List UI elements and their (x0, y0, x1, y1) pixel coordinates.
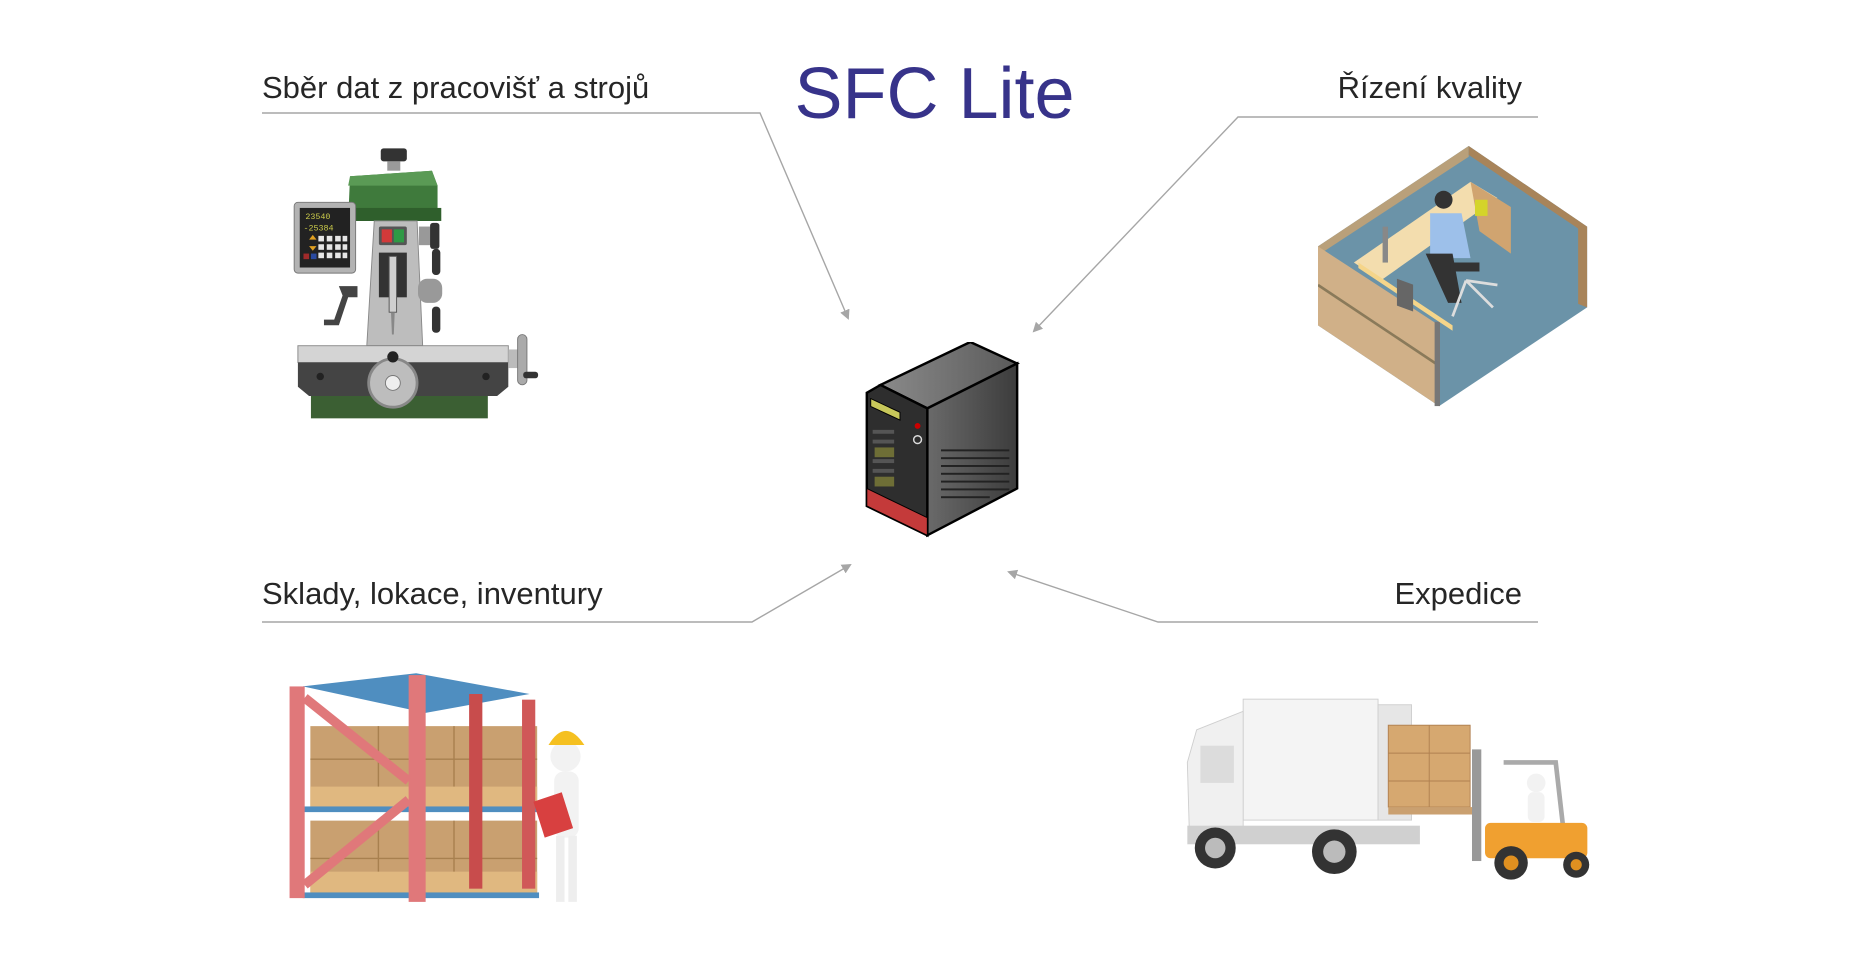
svg-text:-25384: -25384 (303, 223, 333, 233)
node-label-warehouse: Sklady, lokace, inventury (262, 576, 603, 611)
connector-quality (1032, 116, 1538, 333)
connector-data-collection (262, 112, 850, 320)
connector-shipping (1007, 569, 1538, 623)
warehouse-rack-worker-icon (289, 673, 585, 902)
milling-machine-icon: 23540 -25384 (293, 148, 539, 419)
truck-forklift-icon (1186, 698, 1590, 880)
node-label-shipping: Expedice (1394, 576, 1522, 611)
diagram-title-text: SFC Lite (794, 54, 1075, 134)
connector-warehouse (262, 563, 852, 623)
server-tower-icon (865, 342, 1020, 538)
svg-text:23540: 23540 (305, 212, 330, 222)
node-label-quality: Řízení kvality (1337, 70, 1522, 105)
diagram-title: SFC Lite (0, 58, 1875, 130)
node-label-data-collection: Sběr dat z pracovišť a strojů (262, 70, 650, 105)
office-cubicle-worker-icon (1318, 145, 1588, 407)
